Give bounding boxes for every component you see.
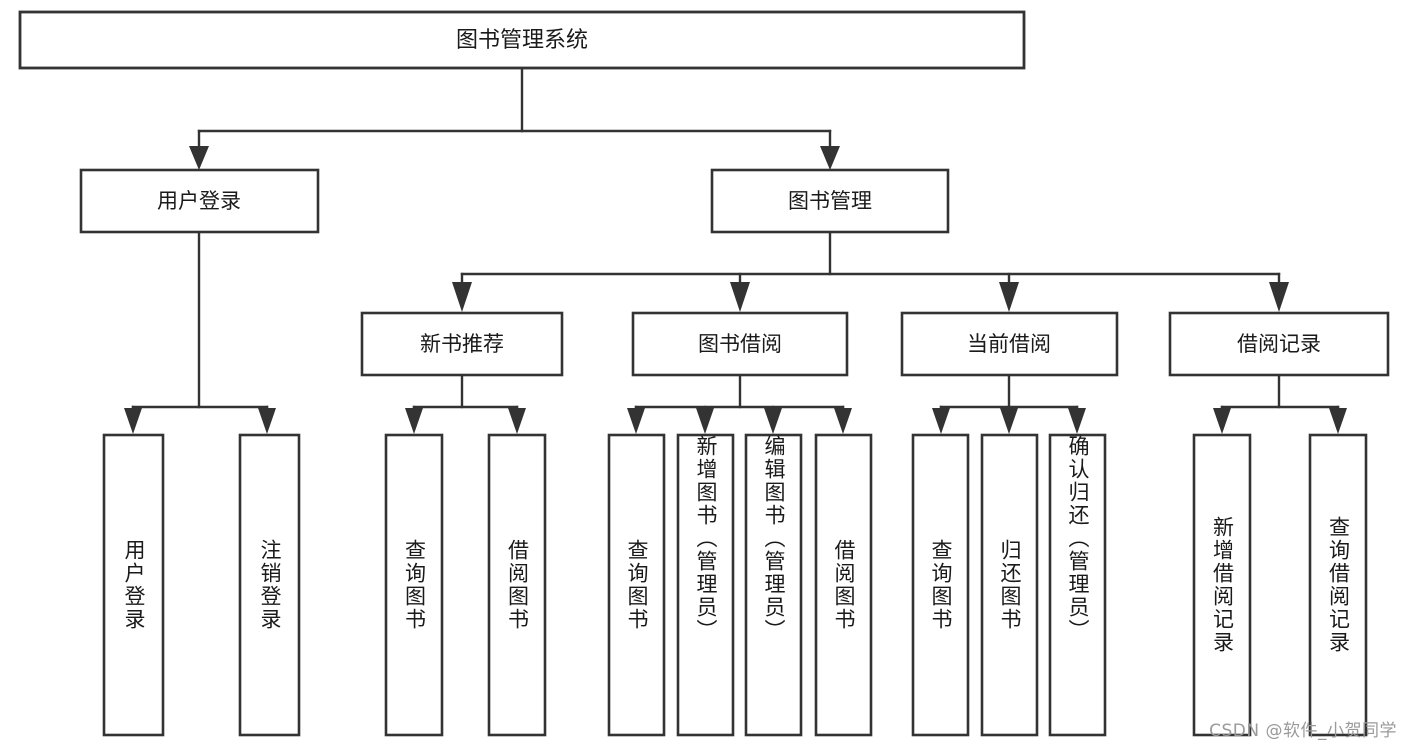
node-leaf-confirm-return-box[interactable] <box>1048 433 1107 737</box>
node-new-book-recommend[interactable]: 新书推荐 <box>360 311 564 377</box>
node-borrow-record-box[interactable] <box>1168 311 1390 377</box>
arrow-head-leaf-confirm-return <box>1068 408 1086 434</box>
node-leaf-logout-box[interactable] <box>238 433 301 737</box>
connectors-layer <box>124 66 1347 434</box>
arrow-head-leaf-query-record <box>1329 408 1347 434</box>
node-leaf-add-book-box[interactable] <box>676 433 735 737</box>
arrow-head-leaf-query-book-3 <box>932 408 950 434</box>
node-book-manage-label: 图书管理 <box>788 189 872 213</box>
node-current-borrow-label: 当前借阅 <box>967 332 1051 356</box>
arrow-head-leaf-user-login <box>124 408 142 434</box>
arrow-head-user-login <box>189 146 209 170</box>
node-leaf-query-book-2-box[interactable] <box>607 433 666 737</box>
arrow-head-new-book-recommend <box>452 282 472 312</box>
arrow-head-leaf-query-book-2 <box>627 408 645 434</box>
node-root-box[interactable] <box>18 10 1026 70</box>
arrow-head-leaf-borrow-book-1 <box>508 408 526 434</box>
node-root-label: 图书管理系统 <box>456 28 588 53</box>
arrow-head-leaf-borrow-book-2 <box>834 408 852 434</box>
node-borrow-record[interactable]: 借阅记录 <box>1168 311 1390 377</box>
arrow-head-leaf-add-record <box>1213 408 1231 434</box>
node-book-manage[interactable]: 图书管理 <box>710 168 950 234</box>
node-book-manage-box[interactable] <box>710 168 950 234</box>
node-book-borrow-box[interactable] <box>631 311 849 377</box>
arrow-head-book-borrow <box>730 282 750 312</box>
arrow-head-borrow-record <box>1269 282 1289 312</box>
node-borrow-record-label: 借阅记录 <box>1237 332 1321 356</box>
arrow-head-book-manage <box>820 146 840 170</box>
node-leaf-borrow-book-2-box[interactable] <box>814 433 873 737</box>
node-current-borrow[interactable]: 当前借阅 <box>900 311 1119 377</box>
node-leaf-query-book-3-box[interactable] <box>911 433 970 737</box>
arrow-head-leaf-edit-book <box>764 408 782 434</box>
node-leaf-edit-book-box[interactable] <box>744 433 803 737</box>
arrow-head-leaf-query-book-1 <box>405 408 423 434</box>
node-leaf-borrow-book-1-box[interactable] <box>487 433 547 737</box>
node-user-login[interactable]: 用户登录 <box>79 168 320 234</box>
node-leaf-query-record-box[interactable] <box>1308 433 1368 737</box>
node-user-login-label: 用户登录 <box>157 189 241 213</box>
arrow-head-current-borrow <box>999 282 1019 312</box>
node-book-borrow[interactable]: 图书借阅 <box>631 311 849 377</box>
node-leaf-add-record-box[interactable] <box>1192 433 1252 737</box>
node-new-book-recommend-label: 新书推荐 <box>420 332 504 356</box>
node-new-book-recommend-box[interactable] <box>360 311 564 377</box>
node-leaf-return-book-box[interactable] <box>980 433 1039 737</box>
arrow-head-leaf-logout <box>258 408 276 434</box>
node-root[interactable]: 图书管理系统 <box>18 10 1026 70</box>
arrow-head-leaf-return-book <box>1000 408 1018 434</box>
arrow-head-leaf-add-book <box>696 408 714 434</box>
node-leaf-user-login-box[interactable] <box>102 433 165 737</box>
node-book-borrow-label: 图书借阅 <box>698 332 782 356</box>
node-leaf-query-book-1-box[interactable] <box>384 433 444 737</box>
node-user-login-box[interactable] <box>79 168 320 234</box>
node-current-borrow-box[interactable] <box>900 311 1119 377</box>
